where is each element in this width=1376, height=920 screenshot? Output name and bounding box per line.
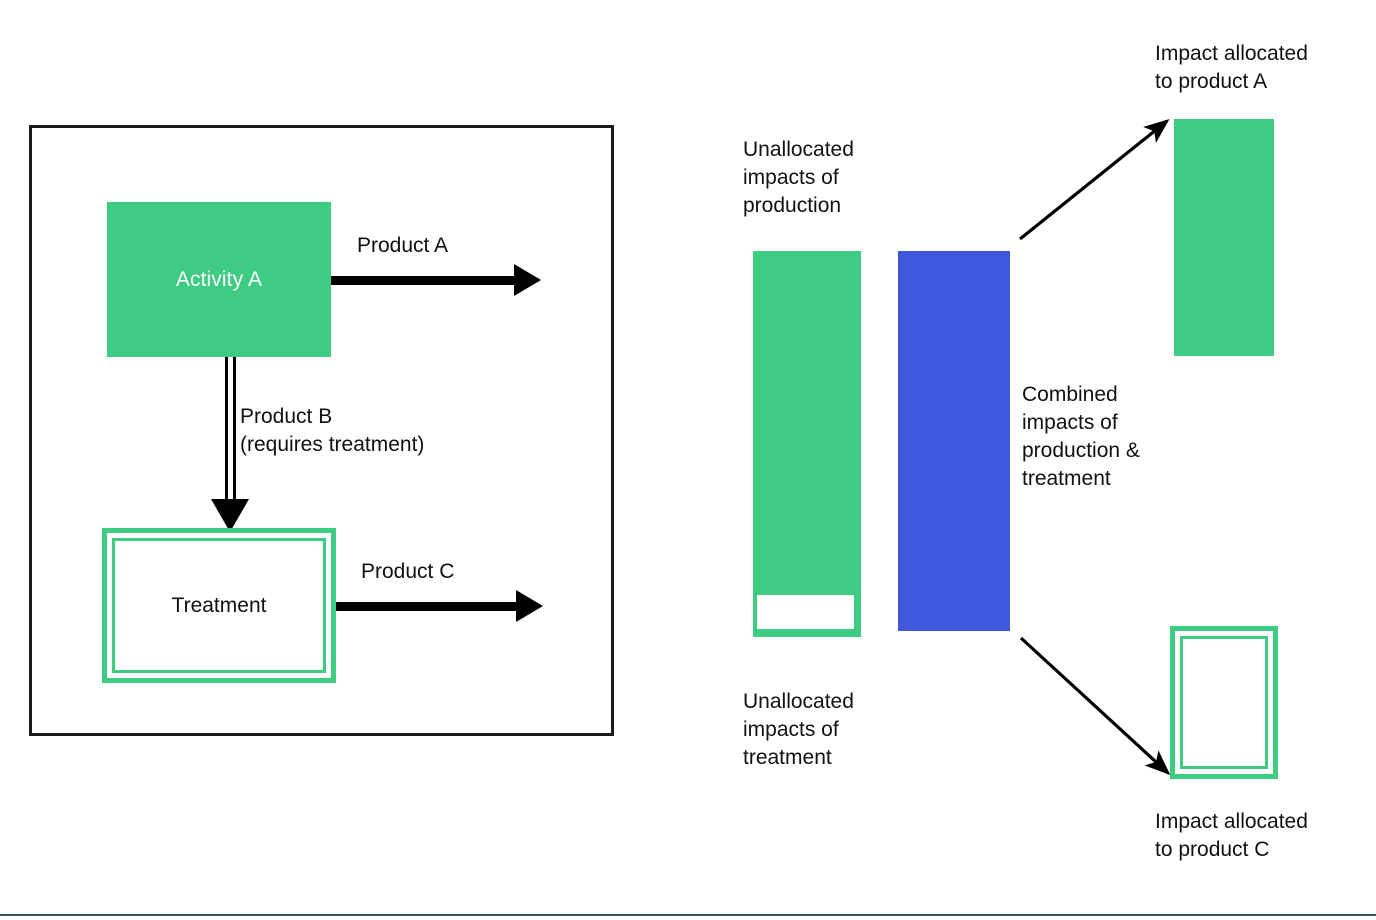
unallocated-treatment-inset bbox=[753, 591, 858, 633]
allocated-product-c-label: Impact allocated to product C bbox=[1155, 810, 1308, 861]
treatment-box: Treatment bbox=[102, 528, 336, 683]
product-b-arrow bbox=[211, 357, 249, 532]
activity-a-label: Activity A bbox=[175, 267, 263, 291]
arrow-head bbox=[514, 264, 541, 296]
product-c-arrow bbox=[336, 590, 543, 622]
allocated-product-a-label: Impact allocated to product A bbox=[1155, 42, 1308, 93]
combined-impacts-label: Combined impacts of production & treatme… bbox=[1022, 383, 1140, 490]
arrow-to-product-c bbox=[1019, 636, 1171, 776]
arrow-shaft bbox=[336, 601, 516, 611]
arrow-shaft bbox=[331, 275, 514, 285]
product-a-arrow bbox=[331, 264, 541, 296]
arrow-head bbox=[211, 499, 249, 532]
bottom-divider bbox=[0, 914, 1376, 916]
treatment-label: Treatment bbox=[171, 593, 267, 617]
arrow-shaft bbox=[224, 357, 236, 499]
allocated-product-c-inner-ring bbox=[1180, 636, 1268, 769]
product-b-label: Product B (requires treatment) bbox=[240, 405, 425, 456]
unallocated-treatment-inset-ring bbox=[761, 599, 850, 625]
arrow-head bbox=[516, 590, 543, 622]
allocated-product-a-bar bbox=[1174, 119, 1274, 356]
arrow-to-product-a bbox=[1018, 118, 1170, 241]
product-a-label: Product A bbox=[357, 234, 449, 257]
allocated-product-c-box bbox=[1170, 626, 1278, 779]
unallocated-production-bar bbox=[753, 251, 861, 637]
combined-impacts-bar bbox=[898, 251, 1010, 631]
unallocated-treatment-label: Unallocated impacts of treatment bbox=[743, 690, 854, 769]
unallocated-production-label: Unallocated impacts of production bbox=[743, 138, 854, 217]
activity-a-box: Activity A bbox=[107, 202, 331, 357]
product-c-label: Product C bbox=[361, 560, 455, 583]
